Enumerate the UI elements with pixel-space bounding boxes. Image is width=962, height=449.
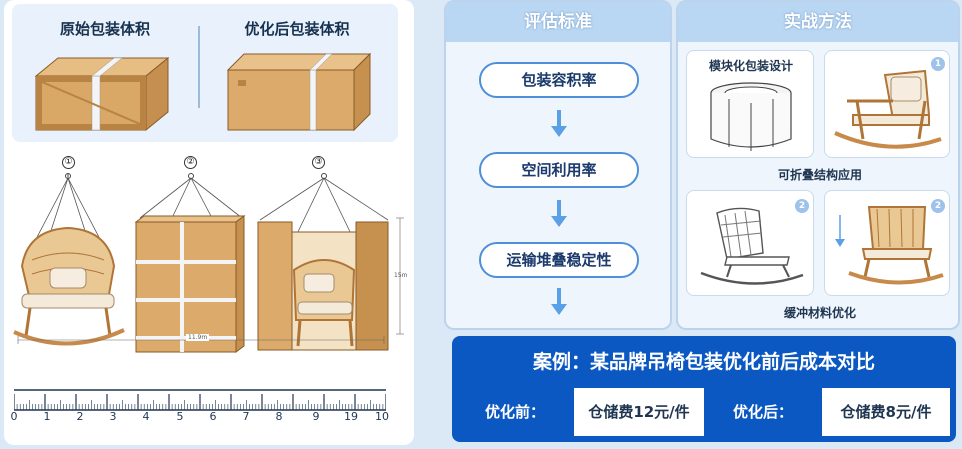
foldable-badge: 1 (931, 57, 945, 71)
methods-title: 实战方法 (678, 2, 958, 42)
criteria-item-stack-stability: 运输堆叠稳定性 (479, 242, 639, 278)
step-2-badge: ② (184, 156, 197, 169)
case-comparison-panel: 案例：某品牌吊椅包装优化前后成本对比 优化前： 仓储费12元/件 优化后： 仓储… (452, 336, 956, 442)
ruler-numbers: 0 1 2 3 4 5 6 7 8 9 19 10 (10, 410, 394, 424)
ruler-tick-label: 10 (375, 410, 389, 423)
arrow-down-icon (551, 288, 567, 315)
measurement-ruler (14, 389, 386, 411)
criteria-item-volume-ratio: 包装容积率 (479, 62, 639, 98)
ruler-tick-label: 9 (312, 410, 320, 423)
hanging-chair-icon (13, 173, 125, 346)
hanging-steps: ① ② ③ (4, 148, 414, 368)
after-label: 优化后： (706, 388, 820, 436)
before-value: 仓储费12元/件 (574, 388, 704, 436)
ruler-tick-label: 3 (109, 410, 117, 423)
criteria-panel: 评估标准 包装容积率 空间利用率 运输堆叠稳定性 (444, 0, 672, 330)
modular-drum-icon (710, 82, 792, 151)
methods-panel: 实战方法 模块化包装设计 1 可折叠结构应用 2 (676, 0, 960, 330)
cushion-chair-card-1: 2 (686, 190, 814, 296)
criteria-item-space-utilization: 空间利用率 (479, 152, 639, 188)
after-value: 仓储费8元/件 (822, 388, 950, 436)
before-label: 优化前： (458, 388, 572, 436)
foldable-chair-card: 1 (824, 50, 950, 158)
ruler-tick-label: 1 (43, 410, 51, 423)
step-1-badge: ① (62, 156, 75, 169)
ruler-tick-label: 5 (176, 410, 184, 423)
cushion-badge-a: 2 (795, 199, 809, 213)
arrow-down-icon (551, 200, 567, 227)
wire-rocking-chair-icon (700, 207, 804, 285)
ruler-tick-label: 0 (10, 410, 18, 423)
cushion-optimization-label: 缓冲材料优化 (783, 306, 856, 320)
ruler-tick-label: 4 (142, 410, 150, 423)
foldable-structure-label: 可折叠结构应用 (777, 168, 862, 182)
step-3-badge: ③ (312, 156, 325, 169)
arrow-down-icon (835, 215, 845, 247)
cushion-chair-card-2: 2 (824, 190, 950, 296)
case-title: 案例：某品牌吊椅包装优化前后成本对比 (532, 351, 875, 373)
case-cost-row: 优化前： 仓储费12元/件 优化后： 仓储费8元/件 (458, 388, 950, 436)
original-volume-label: 原始包装体积 (59, 20, 150, 38)
height-dimension-label: 15m (394, 272, 408, 279)
open-box-chair-icon (257, 173, 389, 351)
compare-divider (198, 26, 200, 108)
width-dimension-label: 11.9m (186, 334, 210, 341)
arrow-down-icon (551, 110, 567, 137)
original-crate-icon (34, 56, 170, 132)
optimized-volume-label: 优化后包装体积 (244, 20, 350, 38)
boxed-chair-icon (134, 173, 246, 353)
cushion-badge-b: 2 (931, 199, 945, 213)
optimized-box-icon (226, 52, 372, 132)
modular-design-card: 模块化包装设计 (686, 50, 814, 158)
criteria-title: 评估标准 (446, 2, 670, 42)
modular-design-label: 模块化包装设计 (708, 59, 793, 73)
ruler-tick-label: 19 (344, 410, 358, 423)
ruler-tick-label: 6 (209, 410, 217, 423)
left-panel: 原始包装体积 优化后包装体积 ① ② ③ (4, 0, 414, 445)
rocking-chair-icon (834, 69, 942, 149)
ruler-tick-label: 7 (242, 410, 250, 423)
ruler-tick-label: 2 (76, 410, 84, 423)
volume-compare-box: 原始包装体积 优化后包装体积 (12, 4, 398, 142)
height-dimension-line (396, 217, 404, 335)
cushioned-rocking-chair-icon (848, 206, 944, 285)
ruler-tick-label: 8 (275, 410, 283, 423)
